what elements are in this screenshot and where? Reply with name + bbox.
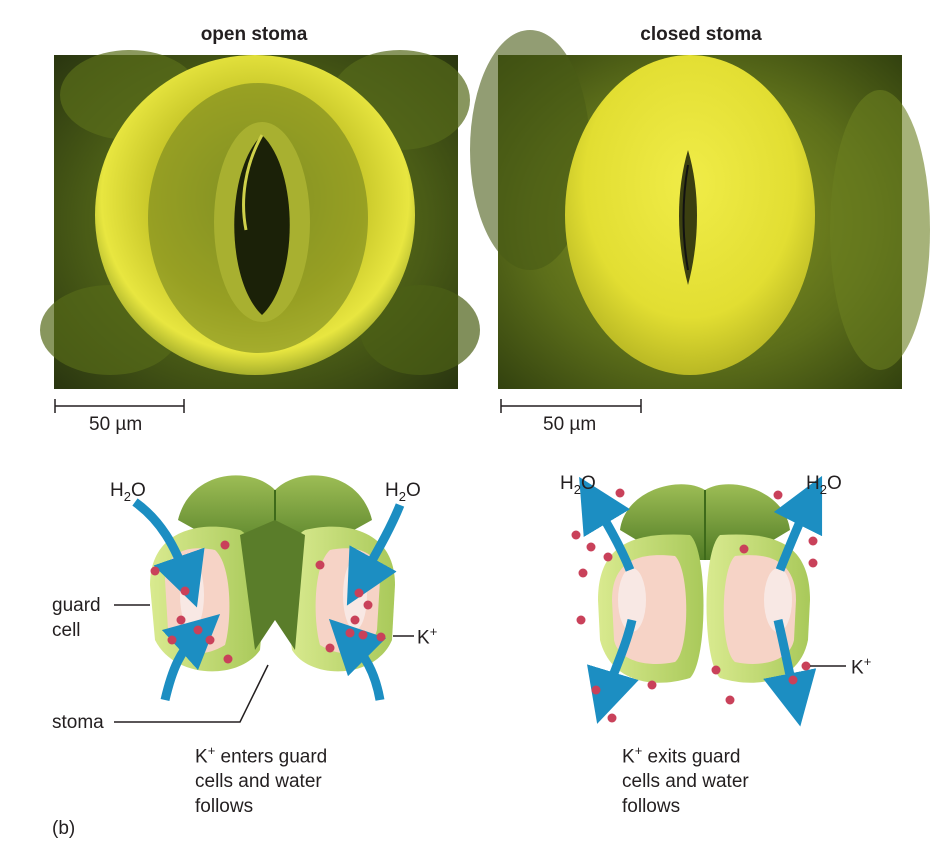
closed-water-label-left: H2O bbox=[560, 473, 596, 497]
closed-stoma-diagram bbox=[571, 475, 846, 727]
closed-scale-label: 50 µm bbox=[543, 414, 597, 435]
closed-stoma-micrograph bbox=[470, 30, 930, 389]
closed-potassium-label: K+ bbox=[851, 654, 872, 679]
panel-letter: (b) bbox=[52, 818, 76, 839]
closed-water-label-right: H2O bbox=[806, 473, 842, 497]
stoma-label: stoma bbox=[52, 712, 104, 733]
open-stoma-micrograph bbox=[40, 50, 480, 389]
open-scale-label: 50 µm bbox=[89, 414, 143, 435]
guard-cell-label: guard cell bbox=[52, 595, 101, 641]
closed-stoma-title: closed stoma bbox=[640, 24, 762, 45]
open-caption: K+ enters guard cells and water follows bbox=[195, 743, 328, 818]
open-scale-bar bbox=[54, 399, 185, 413]
open-water-label-left: H2O bbox=[110, 480, 146, 504]
open-potassium-label: K+ bbox=[417, 624, 438, 649]
open-stoma-diagram bbox=[114, 475, 414, 723]
closed-scale-bar bbox=[500, 399, 642, 413]
open-stoma-title: open stoma bbox=[200, 24, 308, 45]
closed-caption: K+ exits guard cells and water follows bbox=[622, 743, 749, 818]
open-water-label-right: H2O bbox=[385, 480, 421, 504]
